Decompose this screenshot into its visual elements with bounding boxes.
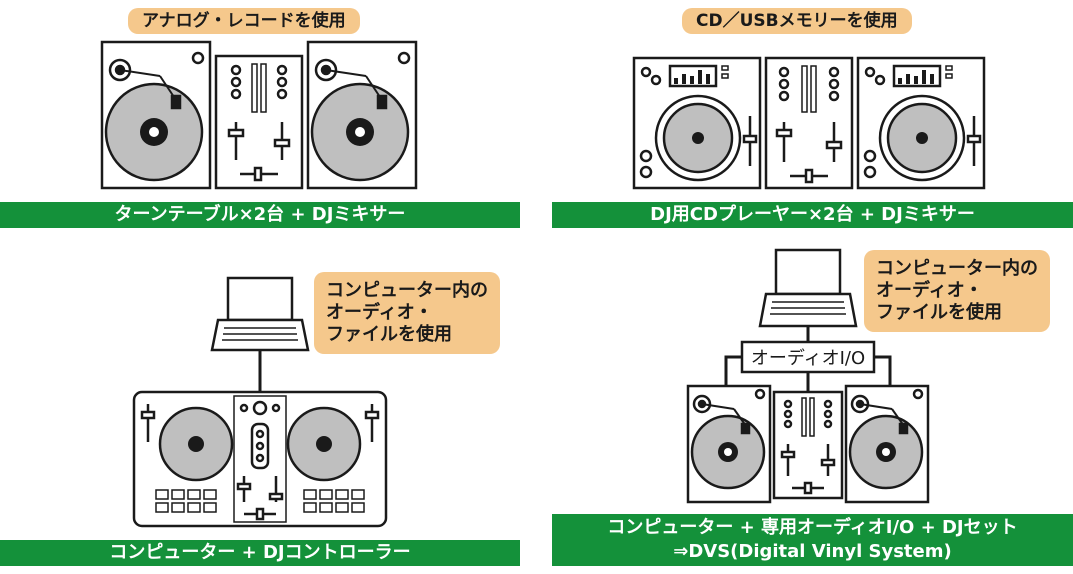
laptop-icon	[210, 276, 310, 352]
cd-usb-usage-label: CD／USBメモリーを使用	[682, 8, 912, 34]
dvs-caption: コンピューター + 専用オーディオI/O + DJセット ⇒DVS(Digita…	[552, 514, 1073, 566]
analog-caption: ターンテーブル×2台 + DJミキサー	[0, 202, 520, 228]
analog-usage-label: アナログ・レコードを使用	[128, 8, 360, 34]
right-turntable	[306, 40, 418, 190]
callout-line-3: ファイルを使用	[876, 302, 1002, 323]
turntable-setup-illustration	[100, 40, 418, 190]
callout-line-1: コンピューター内の	[876, 258, 1038, 279]
controller-audio-files-callout: コンピューター内の オーディオ・ ファイルを使用	[314, 272, 500, 354]
callout-line-1: コンピューター内の	[326, 280, 488, 301]
dvs-audio-files-callout: コンピューター内の オーディオ・ ファイルを使用	[864, 250, 1050, 332]
dvs-caption-line-2: ⇒DVS(Digital Vinyl System)	[673, 541, 952, 562]
dvs-caption-line-1: コンピューター + 専用オーディオI/O + DJセット	[607, 517, 1018, 538]
dvs-right-turntable	[844, 384, 930, 504]
audio-io-box	[740, 340, 876, 374]
left-cd-player	[632, 56, 762, 190]
dvs-setup-illustration: オーディオI/O	[686, 248, 930, 504]
dvs-left-turntable	[686, 384, 772, 504]
callout-line-2: オーディオ・	[326, 302, 433, 323]
cd-usb-caption: DJ用CDプレーヤー×2台 + DJミキサー	[552, 202, 1073, 228]
audio-io-label: オーディオI/O	[751, 348, 865, 369]
callout-line-3: ファイルを使用	[326, 324, 452, 345]
cd-dj-mixer	[764, 56, 854, 190]
right-cd-player	[856, 56, 986, 190]
controller-setup-illustration	[132, 276, 388, 528]
dvs-laptop-icon	[758, 248, 858, 328]
dj-controller	[132, 390, 388, 528]
dj-mixer	[214, 54, 304, 190]
cd-player-setup-illustration	[632, 56, 986, 190]
callout-line-2: オーディオ・	[876, 280, 983, 301]
dvs-dj-mixer	[772, 390, 844, 500]
left-turntable	[100, 40, 212, 190]
controller-caption: コンピューター + DJコントローラー	[0, 540, 520, 566]
